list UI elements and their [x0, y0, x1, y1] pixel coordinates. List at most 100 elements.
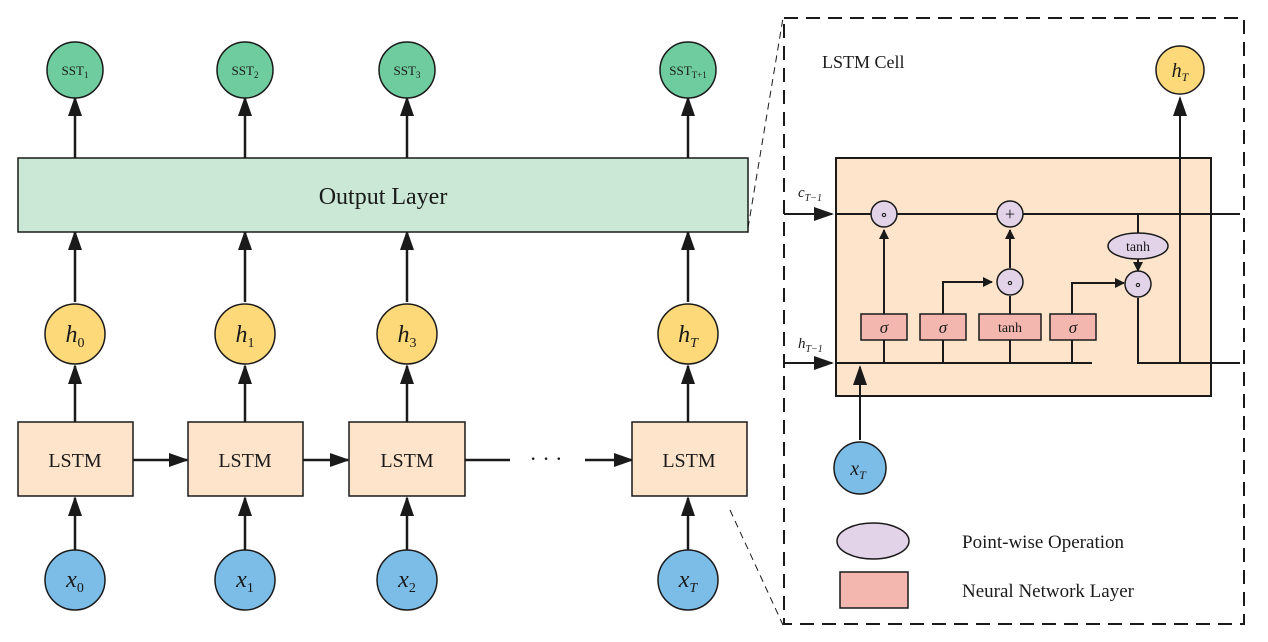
output-node-2-base: SST: [232, 63, 254, 78]
cell-input-sub: T: [859, 468, 867, 482]
lstm-unit-3-label: LSTM: [662, 450, 716, 472]
cell-output-sub: T: [1182, 70, 1190, 84]
svg-text:h1: h1: [236, 322, 255, 351]
output-node-1-base: SST: [62, 63, 84, 78]
output-gate: σ: [1049, 313, 1097, 341]
legend-layer-label: Neural Network Layer: [962, 581, 1135, 602]
svg-text:h3: h3: [398, 322, 417, 351]
forget-gate-label: σ: [880, 318, 889, 337]
ellipsis: · · ·: [530, 446, 563, 471]
forget-gate: σ: [860, 313, 908, 341]
forget-multiply-symbol: ∘: [880, 207, 888, 224]
forget-multiply-op: ∘: [870, 200, 898, 228]
output-node-4-base: SST: [669, 63, 691, 78]
input-node-2: x2: [376, 549, 438, 611]
output-multiply-op: ∘: [1124, 270, 1152, 298]
input-node-1-sub: 1: [247, 581, 254, 596]
input-gate: σ: [919, 313, 967, 341]
cell-body: [835, 157, 1212, 397]
h-prev-base: h: [798, 336, 806, 352]
hidden-node-2: h3: [376, 303, 438, 365]
input-node-3-base: x: [678, 567, 690, 593]
c-prev-label: cT−1: [798, 185, 822, 204]
zoom-lines: [729, 17, 784, 626]
svg-text:hT: hT: [1172, 60, 1190, 84]
output-nodes: SST1 SST2 SST3 SSTT+1: [46, 41, 717, 99]
h-prev-sub: T−1: [806, 344, 823, 355]
c-prev-base: c: [798, 185, 805, 201]
hidden-node-0-base: h: [66, 322, 78, 348]
output-node-4-sub: T+1: [692, 70, 707, 80]
lstm-unit-2-label: LSTM: [380, 450, 434, 472]
layer-arrows: [68, 230, 695, 302]
output-node-3-sub: 3: [416, 70, 421, 80]
legend-layer-swatch: [839, 571, 909, 609]
input-node-0-base: x: [65, 567, 77, 593]
cell-input-base: x: [849, 458, 859, 480]
svg-text:hT: hT: [678, 322, 699, 351]
input-multiply-symbol: ∘: [1006, 275, 1014, 292]
hidden-node-0-sub: 0: [78, 336, 85, 351]
cell-output-base: h: [1172, 60, 1182, 82]
output-node-1: SST1: [46, 41, 104, 99]
input-node-3-sub: T: [689, 581, 698, 596]
output-layer-label: Output Layer: [319, 184, 448, 210]
hidden-node-1-sub: 1: [248, 336, 255, 351]
output-node-2: SST2: [216, 41, 274, 99]
svg-text:xT: xT: [849, 458, 867, 482]
input-node-3: xT: [657, 549, 719, 611]
hidden-node-3-base: h: [678, 322, 690, 348]
input-gate-label: σ: [939, 318, 948, 337]
input-multiply-op: ∘: [996, 268, 1024, 296]
pointwise-ops: ∘ + ∘ ∘ tanh: [870, 200, 1169, 298]
svg-text:SST1: SST1: [62, 63, 89, 80]
hidden-nodes: h0 h1 h3 hT: [44, 303, 719, 365]
output-multiply-symbol: ∘: [1134, 277, 1142, 294]
output-node-2-sub: 2: [254, 70, 259, 80]
c-prev-sub: T−1: [805, 193, 822, 204]
input-node-1-base: x: [235, 567, 247, 593]
svg-text:x0: x0: [65, 567, 84, 596]
candidate-gate-label: tanh: [998, 321, 1022, 336]
svg-text:SST2: SST2: [232, 63, 259, 80]
legend: Point-wise Operation Neural Network Laye…: [836, 522, 1135, 609]
input-node-2-base: x: [397, 567, 409, 593]
lstm-unit-2: LSTM: [348, 421, 466, 497]
input-node-0: x0: [44, 549, 106, 611]
cell-title: LSTM Cell: [822, 52, 905, 72]
input-node-2-sub: 2: [409, 581, 416, 596]
legend-pointwise-swatch: [836, 522, 910, 560]
output-gate-label: σ: [1069, 318, 1078, 337]
svg-text:SSTT+1: SSTT+1: [669, 63, 706, 80]
input-arrows: [68, 496, 695, 550]
svg-text:x2: x2: [397, 567, 416, 596]
input-node-0-sub: 0: [77, 581, 84, 596]
cell-wiring: [784, 96, 1240, 440]
output-arrows: [68, 96, 695, 158]
svg-text:xT: xT: [678, 567, 699, 596]
lstm-unit-0: LSTM: [17, 421, 134, 497]
hidden-node-3-sub: T: [690, 336, 699, 351]
output-node-4: SSTT+1: [659, 41, 717, 99]
hidden-arrows: [68, 364, 695, 422]
add-symbol: +: [1005, 204, 1015, 224]
input-node-1: x1: [214, 549, 276, 611]
svg-text:x1: x1: [235, 567, 254, 596]
tanh-op: tanh: [1107, 232, 1169, 260]
cell-output-node: hT: [1155, 45, 1205, 95]
candidate-gate: tanh: [978, 313, 1042, 341]
cell-detail-frame: [783, 17, 1245, 625]
h-prev-label: hT−1: [798, 336, 823, 355]
output-node-1-sub: 1: [84, 70, 89, 80]
lstm-units: LSTM LSTM LSTM LSTM: [17, 421, 748, 497]
output-node-3-base: SST: [394, 63, 416, 78]
hidden-node-1: h1: [214, 303, 276, 365]
legend-pointwise-label: Point-wise Operation: [962, 532, 1125, 553]
lstm-unit-0-label: LSTM: [48, 450, 102, 472]
lstm-unit-1: LSTM: [187, 421, 304, 497]
cell-input-node: xT: [833, 441, 887, 495]
hidden-node-0: h0: [44, 303, 106, 365]
hidden-node-3: hT: [657, 303, 719, 365]
hidden-node-2-base: h: [398, 322, 410, 348]
